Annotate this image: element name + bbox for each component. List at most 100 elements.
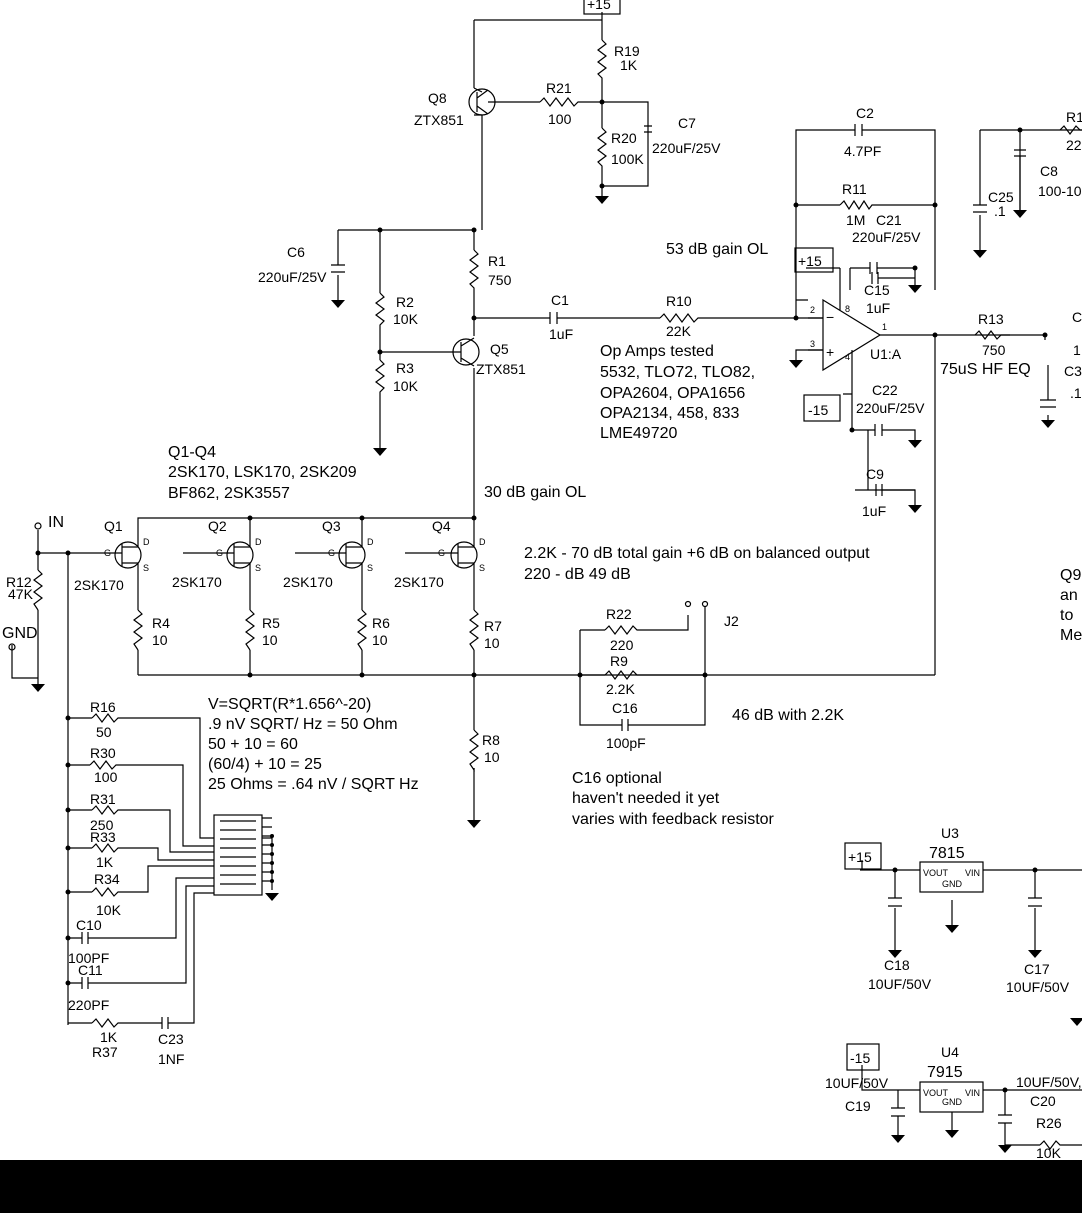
rail-plus15-top: +15 [587,0,611,12]
C21-plates [869,262,882,274]
R1-ref: R1 [488,253,506,269]
C2-value: 4.7PF [844,143,881,159]
Q4-value: 2SK170 [394,574,444,590]
R34-zigzag [91,887,125,897]
Q5-ref: Q5 [490,341,509,357]
ground-icon [789,360,803,368]
C8-plates [1014,149,1026,210]
R26-ref: R26 [1036,1115,1062,1131]
R11-zigzag [839,199,876,211]
C21-value: 220uF/25V [852,229,921,245]
C19-ref: C19 [845,1098,871,1114]
C15-plates [871,272,879,284]
C9-value: 1uF [862,503,886,519]
C25-value: .1 [994,203,1006,219]
note-right-4: Me [1060,627,1082,644]
R19-zigzag [597,39,607,80]
pin-letter: G [328,548,335,558]
R5-value: 10 [262,632,278,648]
pin-letter: D [479,537,486,547]
Q3-symbol [338,541,366,569]
R11-ref: R11 [842,181,867,197]
note-opamps-3: OPA2604, OPA1656 [600,385,745,402]
ground-icon [945,925,959,933]
in-label: IN [48,514,64,531]
R12-value: 47K [8,586,34,602]
ground-icon [1041,420,1055,428]
R2-zigzag [375,292,385,327]
pin-letter: G [216,548,223,558]
C18-plates [888,897,902,907]
R8-value: 10 [484,749,500,765]
svg-text:3: 3 [810,339,815,349]
R12-zigzag [33,569,43,611]
rail-minus15-u4: -15 [850,1050,870,1066]
C10-value: 100PF [68,950,109,966]
Cx-ref: C [1072,309,1082,325]
regulators [919,861,984,1113]
C11-ref: C11 [78,962,103,978]
note-total-gain-2: 220 - dB 49 dB [524,566,631,583]
R6-zigzag [357,609,367,651]
R12-ref: R12 [6,574,32,590]
note-c16-1: C16 optional [572,770,662,787]
C16-plates [621,719,632,731]
pin-letter: S [255,563,261,573]
C15-value: 1uF [866,300,890,316]
Q1-ref: Q1 [104,518,123,534]
ground-icon [265,893,279,901]
R13-value: 750 [982,342,1006,358]
C20-ref: C20 [1030,1093,1056,1109]
U3-value: 7815 [929,845,965,862]
note-c16-3: varies with feedback resistor [572,811,775,828]
C23-ref: C23 [158,1031,184,1047]
R8-ref: R8 [482,732,500,748]
C22-ref: C22 [872,382,898,398]
R20-zigzag [597,127,607,168]
C8-value: 100-1000 [1038,183,1082,199]
R26-zigzag [1039,1140,1068,1150]
note-noise-4: (60/4) + 10 = 25 [208,756,322,773]
C3x-value: .1 [1070,385,1082,401]
C25-ref: C25 [988,189,1014,205]
note-opamps-2: 5532, TLO72, TLO82, [600,364,755,381]
Q8-symbol [468,87,500,116]
Q2-symbol [226,541,254,569]
rail-plus15-opamp: +15 [798,253,822,269]
C19-plates [891,1107,905,1117]
bottom-black-bar [0,1160,1082,1213]
R22-ref: R22 [606,606,632,622]
C2-plates [854,124,875,136]
Q2-value: 2SK170 [172,574,222,590]
pin-letter: D [367,537,374,547]
reg-gnd: GND [942,1097,963,1107]
R8-zigzag [469,729,479,772]
R7-value: 10 [484,635,500,651]
R9-ref: R9 [610,653,628,669]
note-q1q4-title: Q1-Q4 [168,444,216,461]
R31-zigzag [91,805,125,815]
ground-icon [595,196,609,204]
R31-ref: R31 [90,791,116,807]
C17-ref: C17 [1024,961,1050,977]
terminals [8,522,709,651]
note-opamps-1: Op Amps tested [600,343,714,360]
Q5-value: ZTX851 [476,361,526,377]
R33-zigzag [91,843,125,853]
C7-value: 220uF/25V [652,140,721,156]
Q1-symbol [114,541,142,569]
R22-zigzag [604,625,640,635]
C18-ref: C18 [884,957,910,973]
ground-icon [373,448,387,456]
C10-ref: C10 [76,917,102,933]
Q3-value: 2SK170 [283,574,333,590]
R9-value: 2.2K [606,681,635,697]
C11-value: 220PF [68,997,109,1013]
Q5-symbol [450,337,480,367]
R4-zigzag [133,609,143,651]
U1A-ref: U1:A [870,346,902,362]
R30-value: 100 [94,769,118,785]
C8-ref: C8 [1040,163,1058,179]
note-opamps-4: OPA2134, 458, 833 [600,405,739,422]
